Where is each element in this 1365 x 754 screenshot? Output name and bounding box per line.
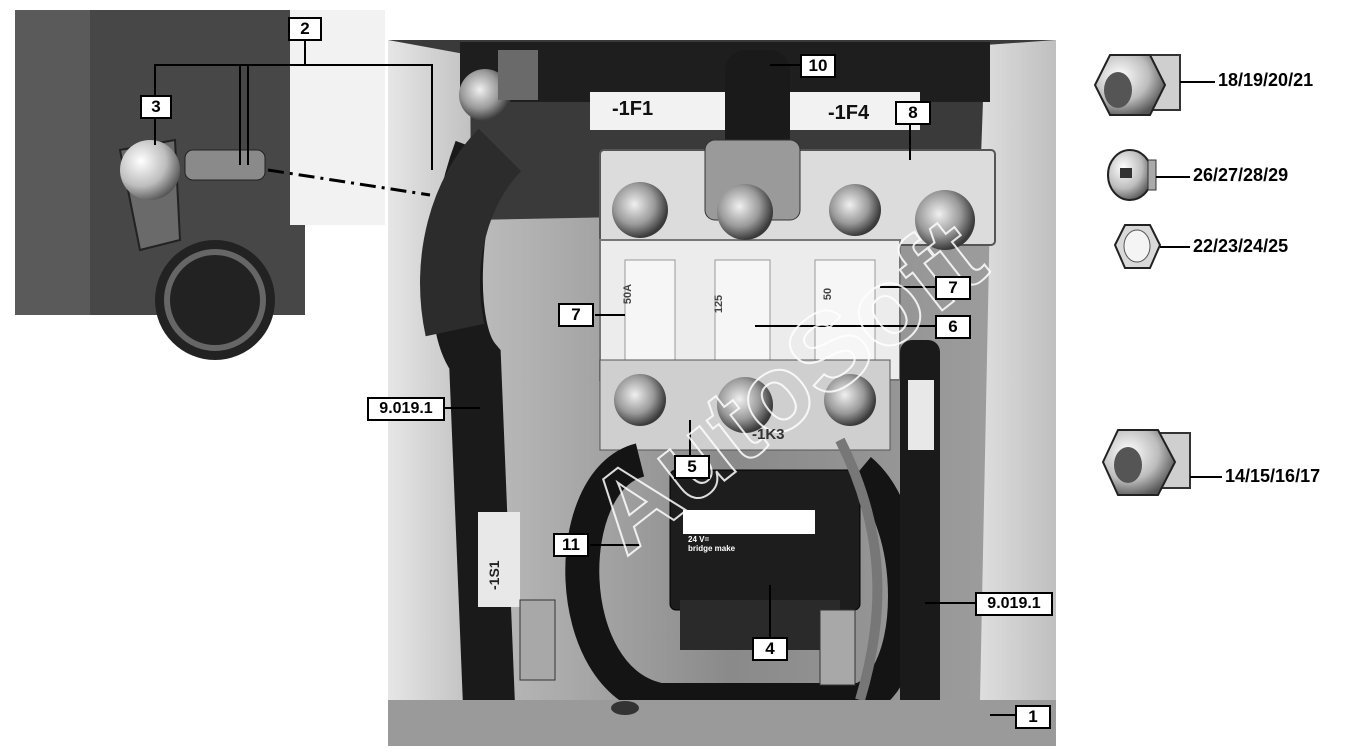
callout-9019-left: 9.019.1	[367, 397, 445, 421]
relay-bolt-2	[717, 377, 773, 433]
callout-7b: 7	[935, 276, 971, 300]
mount-nut	[498, 50, 538, 100]
part-code-plug: 26/27/28/29	[1193, 165, 1289, 185]
callout-11: 11	[553, 533, 589, 557]
fuse-slot-2	[714, 259, 771, 371]
relay-label-patch	[683, 510, 815, 534]
fuse-slot-3	[814, 259, 876, 371]
fuse-50-label: 50	[822, 287, 835, 301]
fuse-50a-label: 50A	[622, 283, 635, 305]
bolt-1	[612, 182, 668, 238]
thin-wire	[835, 437, 883, 702]
callout-2: 2	[288, 17, 322, 41]
floor-hole	[611, 701, 639, 715]
relay-voltage-label: 24 V=	[688, 535, 710, 544]
fuse-125-label: 125	[713, 294, 726, 314]
callout-5: 5	[674, 455, 710, 479]
relay-bolt-1	[614, 374, 666, 426]
callout-7a: 7	[558, 303, 594, 327]
relay-label: -1K3	[752, 426, 785, 443]
callout-9019-right: 9.019.1	[975, 592, 1053, 616]
gland-large-icon	[1093, 54, 1181, 116]
left-cable-tag	[478, 512, 520, 607]
inset-lock-head	[120, 140, 180, 200]
fuse-1-label: -1F1	[612, 98, 654, 120]
right-cable-tag	[908, 380, 934, 450]
relay-type-label: bridge make	[688, 544, 736, 553]
callout-3: 3	[140, 95, 172, 119]
callout-4: 4	[752, 637, 788, 661]
callout-8: 8	[895, 101, 931, 125]
bolt-2	[717, 184, 773, 240]
inset-lock-arm	[184, 149, 266, 181]
lower-fitting-right	[819, 609, 856, 686]
inset-dashed-line	[267, 168, 431, 197]
callout-1: 1	[1015, 705, 1051, 729]
cable-tag-label: -1S1	[486, 560, 502, 590]
inset-frame	[15, 10, 90, 315]
part-code-gland-small: 14/15/16/17	[1225, 466, 1321, 486]
fuse-4-label: -1F4	[828, 102, 870, 124]
locknut-icon	[1113, 224, 1162, 269]
relay-bolt-3	[824, 374, 876, 426]
inset-hole-ring	[164, 249, 266, 351]
enclosure-floor	[388, 700, 1056, 746]
part-code-locknut: 22/23/24/25	[1193, 236, 1289, 256]
lower-fitting-left	[519, 599, 556, 681]
part-code-gland-large: 18/19/20/21	[1218, 70, 1314, 90]
bolt-3	[829, 184, 881, 236]
left-cable-boot	[420, 128, 522, 337]
plug-icon	[1107, 149, 1157, 201]
fuse-slot-1	[624, 259, 676, 371]
callout-6: 6	[935, 315, 971, 339]
bolt-4	[915, 190, 975, 250]
gland-small-icon	[1101, 429, 1191, 496]
callout-10: 10	[800, 54, 836, 78]
inset-hole	[155, 240, 275, 360]
